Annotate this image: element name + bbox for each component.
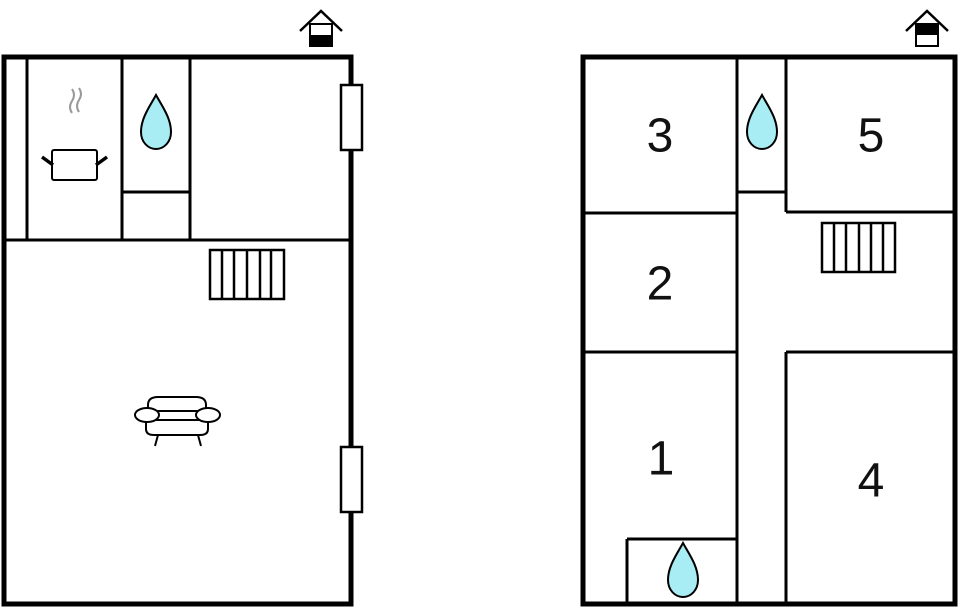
house-entrance-icon [299,9,343,47]
interior-walls [583,57,955,604]
room-label-4: 4 [858,455,885,508]
water-drop-icon [745,92,779,151]
stairs-icon [820,221,897,274]
upper-floor-plan: 3 5 2 1 4 [580,9,958,607]
ground-floor-plan [1,9,364,607]
water-drop-icon [139,92,173,151]
interior-walls [4,57,351,242]
outer-wall [580,54,958,607]
cooking-pot-icon [40,87,109,181]
room-label-3: 3 [647,110,674,163]
room-label-1: 1 [648,433,675,486]
room-label-5: 5 [858,110,885,163]
room-label-2: 2 [647,258,674,311]
house-entrance-icon [905,9,949,47]
water-drop-icon [666,540,700,599]
sofa-icon [134,396,221,447]
outer-wall [1,54,354,607]
window [339,445,364,514]
stairs-icon [208,248,286,301]
window [339,83,364,152]
